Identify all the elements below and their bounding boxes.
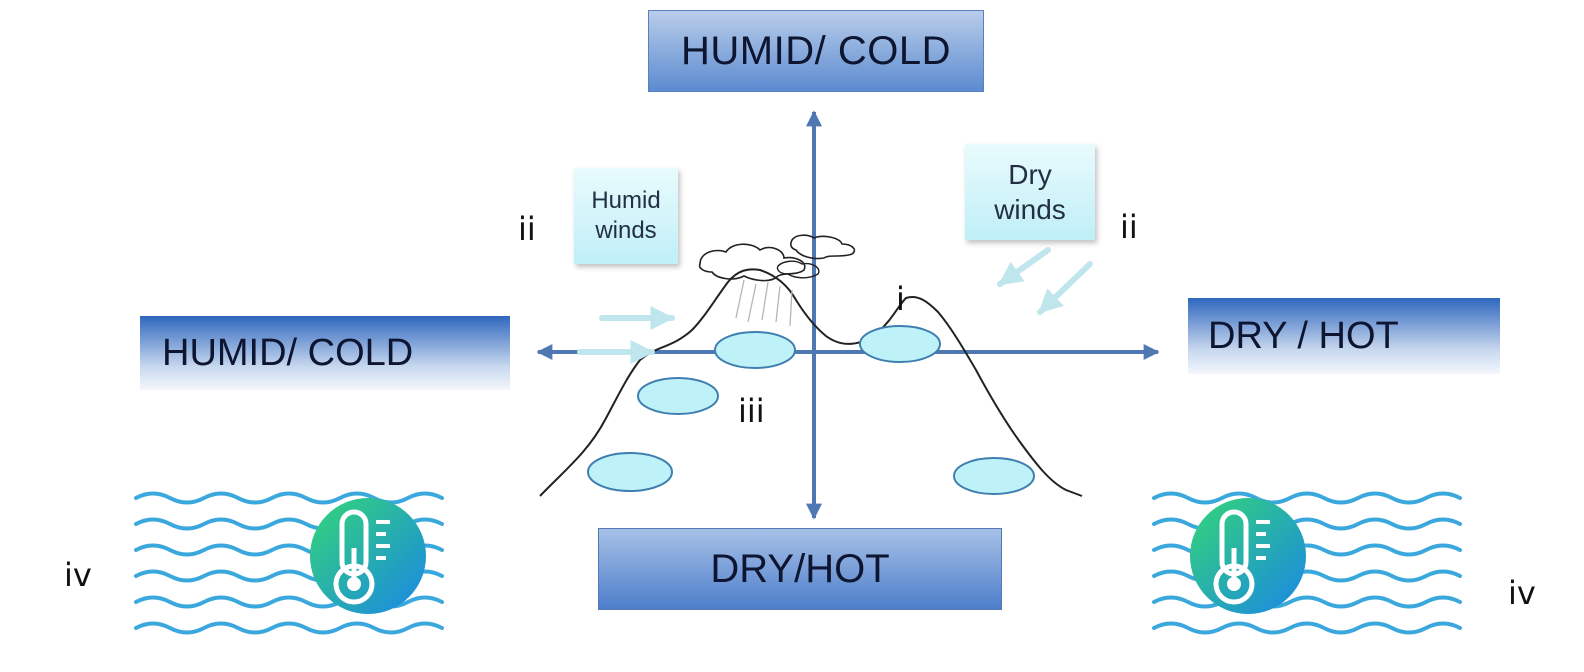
marker-iv-right: iv [1508,574,1536,612]
lakes [587,325,1035,495]
humid-winds-label: Humid winds [574,168,678,264]
thermometer-icon [1190,498,1306,614]
lake [637,377,719,415]
lake [714,331,796,369]
right-water-group [1152,491,1462,635]
dry-winds-label: Dry winds [965,144,1095,240]
right-label-box: DRY / HOT [1188,298,1500,374]
cloud [790,234,856,260]
left-water-group [134,491,444,635]
bottom-label-box: DRY/HOT [598,528,1002,610]
thermometer-icon [310,498,426,614]
marker-i: i [896,280,905,318]
cloud [776,260,820,279]
dry-wind-arrow [997,247,1051,287]
dry-wind-arrow [1037,261,1093,315]
cloud [698,243,806,282]
marker-ii-left: ii [518,210,536,248]
marker-iv-left: iv [64,556,92,594]
wind-arrows [577,247,1093,364]
top-label-box: HUMID/ COLD [648,10,984,92]
marker-ii-right: ii [1120,208,1138,246]
lake [953,457,1035,495]
left-label-box: HUMID/ COLD [140,316,510,390]
rain-streaks [735,279,793,327]
marker-iii: iii [738,392,765,430]
lake [859,325,941,363]
lake [587,452,673,492]
